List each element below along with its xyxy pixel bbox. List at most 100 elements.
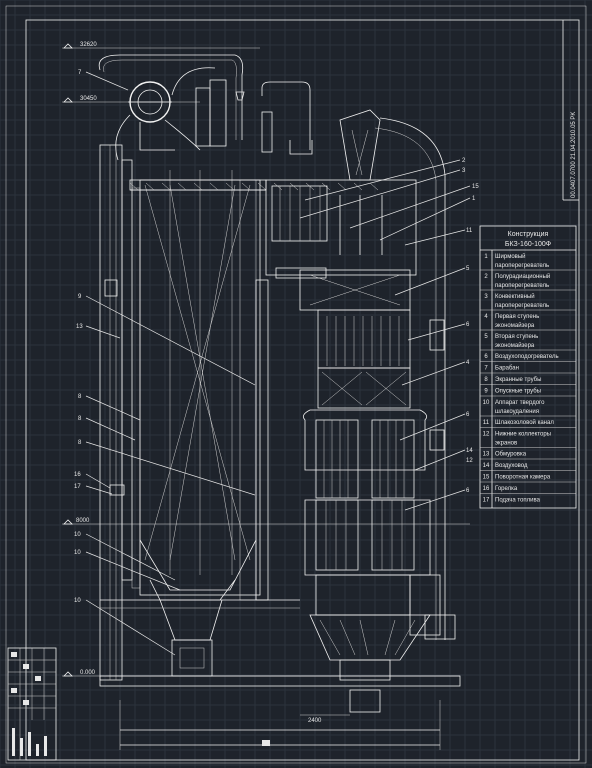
spec-row-12: 12 Нижние коллекторы экранов <box>480 432 576 448</box>
title-block <box>7 647 57 761</box>
spec-row-number: 16 <box>483 486 490 492</box>
spec-row-number: 12 <box>483 432 490 438</box>
spec-row-label: Горелка <box>495 486 518 492</box>
spec-row-label-cont: пароперегреватель <box>495 303 549 309</box>
callout-8c: 8 <box>78 440 82 446</box>
spec-row-label-cont: экранов <box>495 441 517 447</box>
spec-row-number: 3 <box>484 294 488 300</box>
spec-row-number: 8 <box>484 377 488 383</box>
spec-row-6: 6 Воздухоподогреватель <box>480 354 576 362</box>
callout-10a: 10 <box>74 532 81 538</box>
spec-row-label-cont: шлакоудаления <box>495 409 539 415</box>
spec-row-number: 5 <box>484 334 488 340</box>
spec-row-13: 13 Обмуровка <box>480 452 576 460</box>
spec-table-title-2: БКЗ-160-100Ф <box>505 241 551 248</box>
side-stamp: 00.0407.0700 21.04.2010.05 PK <box>571 112 577 198</box>
furnace <box>99 144 379 681</box>
spec-row-label: Поворотная камера <box>495 475 551 481</box>
spec-table-rows: 1 Ширмовый пароперегреватель 2 Полурадиацион… <box>480 253 576 504</box>
spec-row-3: 3 Конвективный пароперегреватель <box>480 293 576 311</box>
spec-row-number: 1 <box>484 254 488 260</box>
superheater-section <box>265 179 417 279</box>
spec-row-number: 9 <box>484 389 488 395</box>
spec-row-4: 4 Первая ступень экономайзера <box>480 314 576 331</box>
spec-row-number: 10 <box>483 400 490 406</box>
spec-row-label: Опускные трубы <box>495 389 541 395</box>
elevation-32620: 32620 <box>80 42 97 48</box>
spec-row-number: 13 <box>483 452 490 458</box>
spec-row-label: Воздуховод <box>495 463 528 469</box>
drum-assembly <box>98 54 313 161</box>
spec-row-14: 14 Воздуховод <box>480 463 576 471</box>
spec-row-number: 4 <box>484 314 488 320</box>
callout-6b: 6 <box>466 412 470 418</box>
inner-frame <box>25 19 580 761</box>
spec-row-label: Шлакозоловой канал <box>495 419 554 426</box>
callout-3: 3 <box>462 168 466 174</box>
callout-8a: 8 <box>78 394 82 400</box>
spec-row-label: Вторая ступень <box>495 334 538 340</box>
callout-13: 13 <box>76 324 83 330</box>
spec-row-10: 10 Аппарат твердого шлакоудаления <box>480 400 576 417</box>
spec-row-label: Конвективный <box>495 293 535 300</box>
spec-row-label: Аппарат твердого <box>495 400 545 406</box>
callout-8b: 8 <box>78 416 82 422</box>
spec-row-label-cont: экономайзера <box>495 322 535 329</box>
spec-row-number: 11 <box>483 420 490 426</box>
leader-lines <box>85 71 471 656</box>
callout-2: 2 <box>462 158 466 164</box>
spec-row-number: 6 <box>484 354 488 360</box>
spec-row-label: Воздухоподогреватель <box>495 354 559 360</box>
callout-9: 9 <box>78 294 82 300</box>
spec-row-8: 8 Экранные трубы <box>480 377 576 385</box>
spec-row-label-cont: пароперегреватель <box>495 263 549 269</box>
foundation <box>99 675 461 750</box>
spec-table: Конструкция БКЗ-160-100Ф 1 Ширмовый паропе… <box>479 225 577 509</box>
callout-5: 5 <box>466 266 470 272</box>
callout-7: 7 <box>78 70 82 76</box>
callout-12: 12 <box>466 458 473 464</box>
outer-frame <box>5 5 587 764</box>
spec-table-title-1: Конструкция <box>508 231 549 238</box>
spec-row-label: Первая ступень <box>495 314 539 320</box>
callout-6a: 6 <box>466 322 470 328</box>
spec-row-11: 11 Шлакозоловой канал <box>480 419 576 428</box>
spec-row-7: 7 Барабан <box>480 366 576 374</box>
spec-row-15: 15 Поворотная камера <box>480 475 576 483</box>
spec-row-number: 2 <box>484 274 488 280</box>
callout-16: 16 <box>74 472 81 478</box>
spec-row-label: Обмуровка <box>495 452 527 458</box>
elevation-30450: 30450 <box>80 96 97 102</box>
callout-6c: 6 <box>466 488 470 494</box>
spec-row-number: 7 <box>484 366 488 372</box>
spec-row-label-cont: пароперегреватель <box>495 283 549 289</box>
callout-11: 11 <box>466 228 473 234</box>
spec-row-label: Нижние коллекторы <box>495 432 551 438</box>
spec-row-9: 9 Опускные трубы <box>480 389 576 397</box>
callout-1: 1 <box>472 196 476 202</box>
callout-15: 15 <box>472 184 479 190</box>
spec-row-label: Барабан <box>495 366 519 372</box>
spec-row-number: 14 <box>483 463 490 469</box>
spec-row-5: 5 Вторая ступень экономайзера <box>480 334 576 351</box>
callout-17: 17 <box>74 484 81 490</box>
spec-row-label-cont: экономайзера <box>495 342 535 349</box>
economizer-shaft <box>299 269 441 713</box>
callout-labels: 7 2 3 15 1 11 5 9 13 6 4 8 8 8 6 14 12 1… <box>74 70 479 604</box>
spec-row-1: 1 Ширмовый пароперегреватель <box>480 253 576 271</box>
spec-row-label: Экранные трубы <box>495 377 541 383</box>
callout-10b: 10 <box>74 550 81 556</box>
elevation-0000: 0.000 <box>80 670 96 676</box>
spec-row-2: 2 Полурадиационный пароперегреватель <box>480 273 576 291</box>
spec-row-number: 15 <box>483 475 490 481</box>
dimension-2400: 2400 <box>308 718 322 724</box>
spec-row-label: Ширмовый <box>495 253 526 260</box>
elevation-8000: 8000 <box>76 518 90 524</box>
callout-4: 4 <box>466 360 470 366</box>
air-duct <box>339 109 456 640</box>
spec-row-label: Полурадиационный <box>495 273 550 280</box>
spec-row-number: 17 <box>483 498 490 504</box>
